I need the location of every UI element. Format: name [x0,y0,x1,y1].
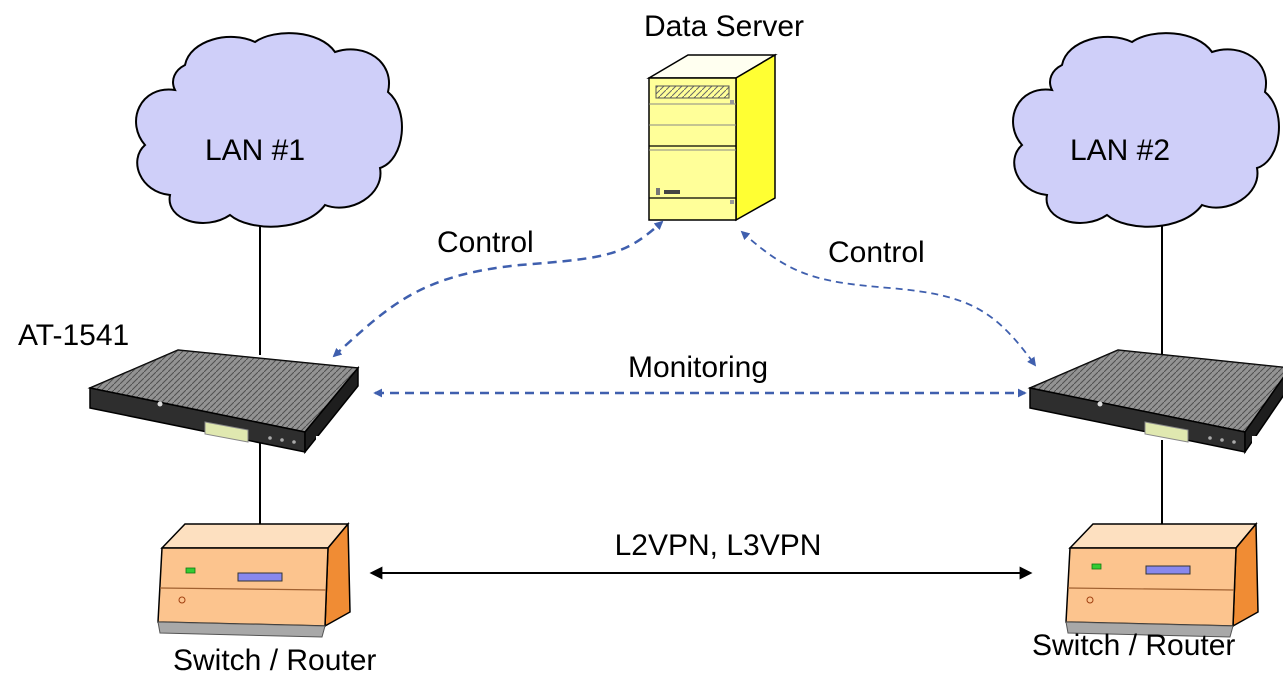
lan1-cloud: LAN #1 [135,32,403,228]
vpn-label: L2VPN, L3VPN [615,529,822,562]
data-server-label: Data Server [644,10,804,43]
control-right-arrow [740,230,1037,367]
switch-router-right-label: Switch / Router [1032,629,1235,662]
lan2-label: LAN #2 [1070,134,1170,167]
switch-router-left-icon [157,521,351,638]
lan1-label: LAN #1 [205,134,305,167]
at1541-device-left-icon [87,349,360,455]
switch-router-left-label: Switch / Router [173,644,376,676]
lan2-cloud: LAN #2 [1012,32,1280,228]
control-left-label: Control [437,226,534,259]
switch-router-right-icon [1065,521,1259,638]
monitoring-label: Monitoring [628,351,768,384]
at1541-label: AT-1541 [18,319,129,352]
data-server-icon [646,53,778,222]
control-right-label: Control [828,236,925,269]
control-left-arrow [332,220,664,358]
at1541-device-right-icon [1027,349,1283,455]
